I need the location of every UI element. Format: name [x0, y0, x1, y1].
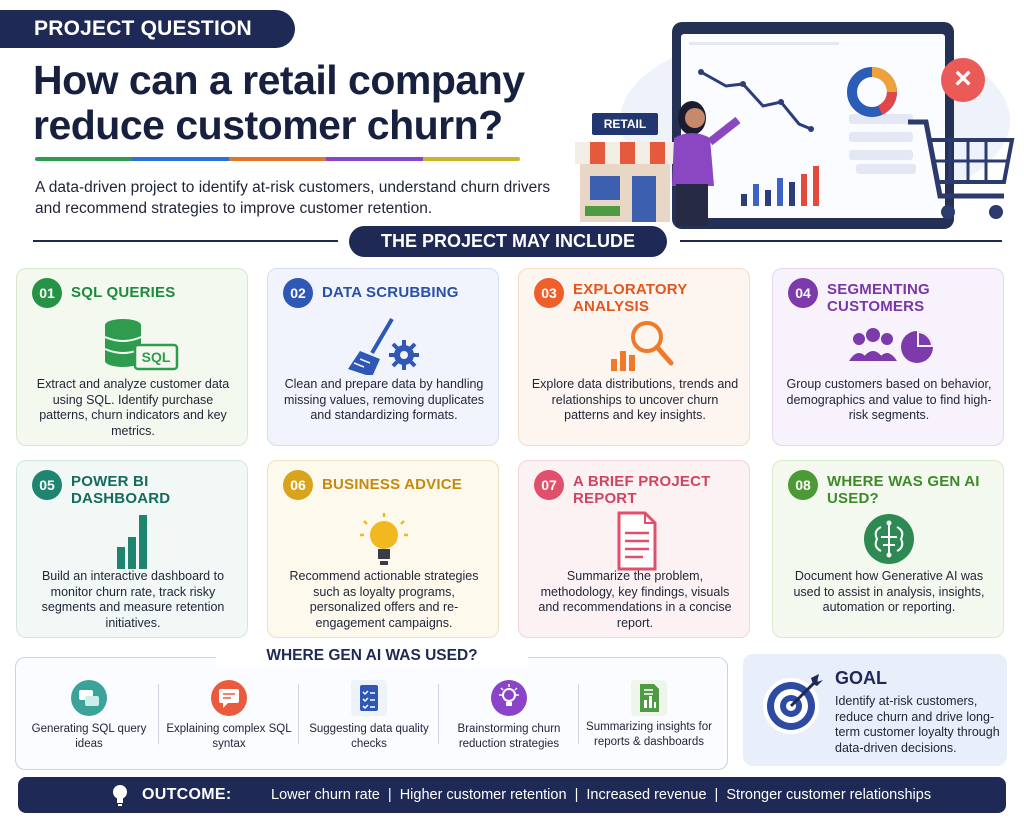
monitor	[672, 22, 954, 229]
card-title: EXPLORATORY ANALYSIS	[573, 281, 688, 315]
bar-chart-icon	[741, 166, 819, 206]
gen-ai-item: Suggesting data quality checks	[304, 680, 434, 765]
goal-panel: GOAL Identify at-risk customers, reduce …	[743, 654, 1007, 766]
card-project-report: 07 A BRIEF PROJECT REPORT Summarize the …	[518, 460, 750, 638]
gen-ai-item-label: Explaining complex SQL syntax	[166, 723, 292, 750]
gen-ai-item-label: Brainstorming churn reduction strategies	[457, 723, 561, 750]
lightbulb-icon	[360, 513, 408, 565]
section-title: THE PROJECT MAY INCLUDE	[349, 226, 667, 257]
checklist-icon	[351, 680, 387, 716]
card-number: 03	[534, 278, 564, 308]
card-sql-queries: 01 SQL QUERIES SQL Extract and analyze c…	[16, 268, 248, 446]
title-underline	[35, 157, 520, 161]
subtitle-line-1: A data-driven project to identify at-ris…	[35, 179, 551, 196]
card-title: POWER BI DASHBOARD	[71, 473, 171, 507]
lightbulb-icon	[113, 785, 127, 806]
hero-illustration: × RETAIL	[560, 10, 1020, 229]
card-description: Explore data distributions, trends and r…	[531, 377, 739, 422]
card-description: Summarize the problem, methodology, key …	[538, 569, 732, 630]
divider-left	[33, 240, 338, 242]
goal-text: Identify at-risk customers, reduce churn…	[835, 694, 1000, 755]
card-title: SEGMENTING CUSTOMERS	[827, 281, 930, 315]
presenter-icon	[672, 101, 740, 226]
separator	[298, 684, 299, 744]
card-title: WHERE WAS GEN AI USED?	[827, 473, 980, 507]
gen-ai-title: WHERE GEN AI WAS USED?	[216, 647, 528, 665]
gen-ai-item-label: Summarizing insights for reports & dashb…	[586, 721, 712, 748]
card-number: 05	[32, 470, 62, 500]
line-chart-icon	[689, 42, 916, 206]
shopping-cart-icon	[908, 119, 1015, 219]
sql-label: SQL	[142, 349, 171, 365]
card-description: Recommend actionable strategies such as …	[289, 569, 479, 630]
goal-title: GOAL	[835, 668, 887, 688]
card-data-scrubbing: 02 DATA SCRUBBING Clean and prepare data…	[267, 268, 499, 446]
card-title: DATA SCRUBBING	[322, 284, 459, 301]
subtitle-line-2: and recommend strategies to improve cust…	[35, 200, 433, 217]
card-description: Clean and prepare data by handling missi…	[283, 377, 485, 422]
card-title: A BRIEF PROJECT REPORT	[573, 473, 711, 507]
retail-sign: RETAIL	[592, 113, 658, 135]
gen-ai-item: Brainstorming churn reduction strategies	[444, 680, 574, 765]
card-description: Extract and analyze customer data using …	[36, 377, 230, 438]
gen-ai-item-label: Generating SQL query ideas	[31, 723, 147, 750]
separator	[578, 684, 579, 744]
message-icon	[211, 680, 247, 716]
card-number: 06	[283, 470, 313, 500]
card-description: Group customers based on behavior, demog…	[786, 377, 992, 422]
donut-chart-icon	[847, 67, 897, 117]
card-title: BUSINESS ADVICE	[322, 476, 462, 493]
close-icon: ×	[941, 58, 985, 102]
outcome-text: Lower churn rate | Higher customer reten…	[271, 787, 932, 803]
card-title: SQL QUERIES	[71, 284, 176, 301]
bar-chart-icon	[117, 515, 147, 569]
card-description: Document how Generative AI was used to a…	[793, 569, 985, 614]
card-where-was-gen-ai-used: 08 WHERE WAS GEN AI USED? Document how G…	[772, 460, 1004, 638]
document-icon	[617, 511, 657, 571]
card-segmenting-customers: 04 SEGMENTING CUSTOMERS Group customers …	[772, 268, 1004, 446]
outcome-bar: OUTCOME: Lower churn rate | Higher custo…	[18, 777, 1006, 813]
subtitle: A data-driven project to identify at-ris…	[35, 177, 595, 219]
card-number: 07	[534, 470, 564, 500]
card-business-advice: 06 BUSINESS ADVICE Recommend actionable …	[267, 460, 499, 638]
card-number: 01	[32, 278, 62, 308]
report-chart-icon	[631, 680, 667, 716]
magnifier-chart-icon	[611, 321, 674, 371]
gen-ai-item: Explaining complex SQL syntax	[164, 680, 294, 765]
card-description: Build an interactive dashboard to monito…	[41, 569, 225, 630]
gen-ai-usage-panel: WHERE GEN AI WAS USED? Generating SQL qu…	[15, 647, 728, 770]
title-line-1: How can a retail company	[33, 57, 525, 103]
card-power-bi-dashboard: 05 POWER BI DASHBOARD Build an interacti…	[16, 460, 248, 638]
broom-gear-icon	[348, 317, 419, 375]
divider-right	[680, 240, 1002, 242]
card-number: 02	[283, 278, 313, 308]
ai-brain-icon	[864, 514, 914, 564]
separator	[438, 684, 439, 744]
target-icon	[763, 674, 823, 734]
storefront-icon	[575, 142, 675, 222]
gen-ai-item-label: Suggesting data quality checks	[309, 723, 429, 750]
chat-bubbles-icon	[71, 680, 107, 716]
database-icon: SQL	[104, 319, 179, 371]
card-number: 08	[788, 470, 818, 500]
outcome-label: OUTCOME:	[142, 786, 232, 803]
project-question-badge: PROJECT QUESTION	[0, 10, 295, 48]
page-title: How can a retail company reduce customer…	[33, 58, 613, 148]
separator	[158, 684, 159, 744]
lightbulb-icon	[491, 680, 527, 716]
gen-ai-item: Summarizing insights for reports & dashb…	[584, 680, 714, 765]
gen-ai-item: Generating SQL query ideas	[24, 680, 154, 765]
card-number: 04	[788, 278, 818, 308]
card-exploratory-analysis: 03 EXPLORATORY ANALYSIS Explore data dis…	[518, 268, 750, 446]
title-line-2: reduce customer churn?	[33, 102, 503, 148]
users-pie-icon	[849, 328, 933, 363]
